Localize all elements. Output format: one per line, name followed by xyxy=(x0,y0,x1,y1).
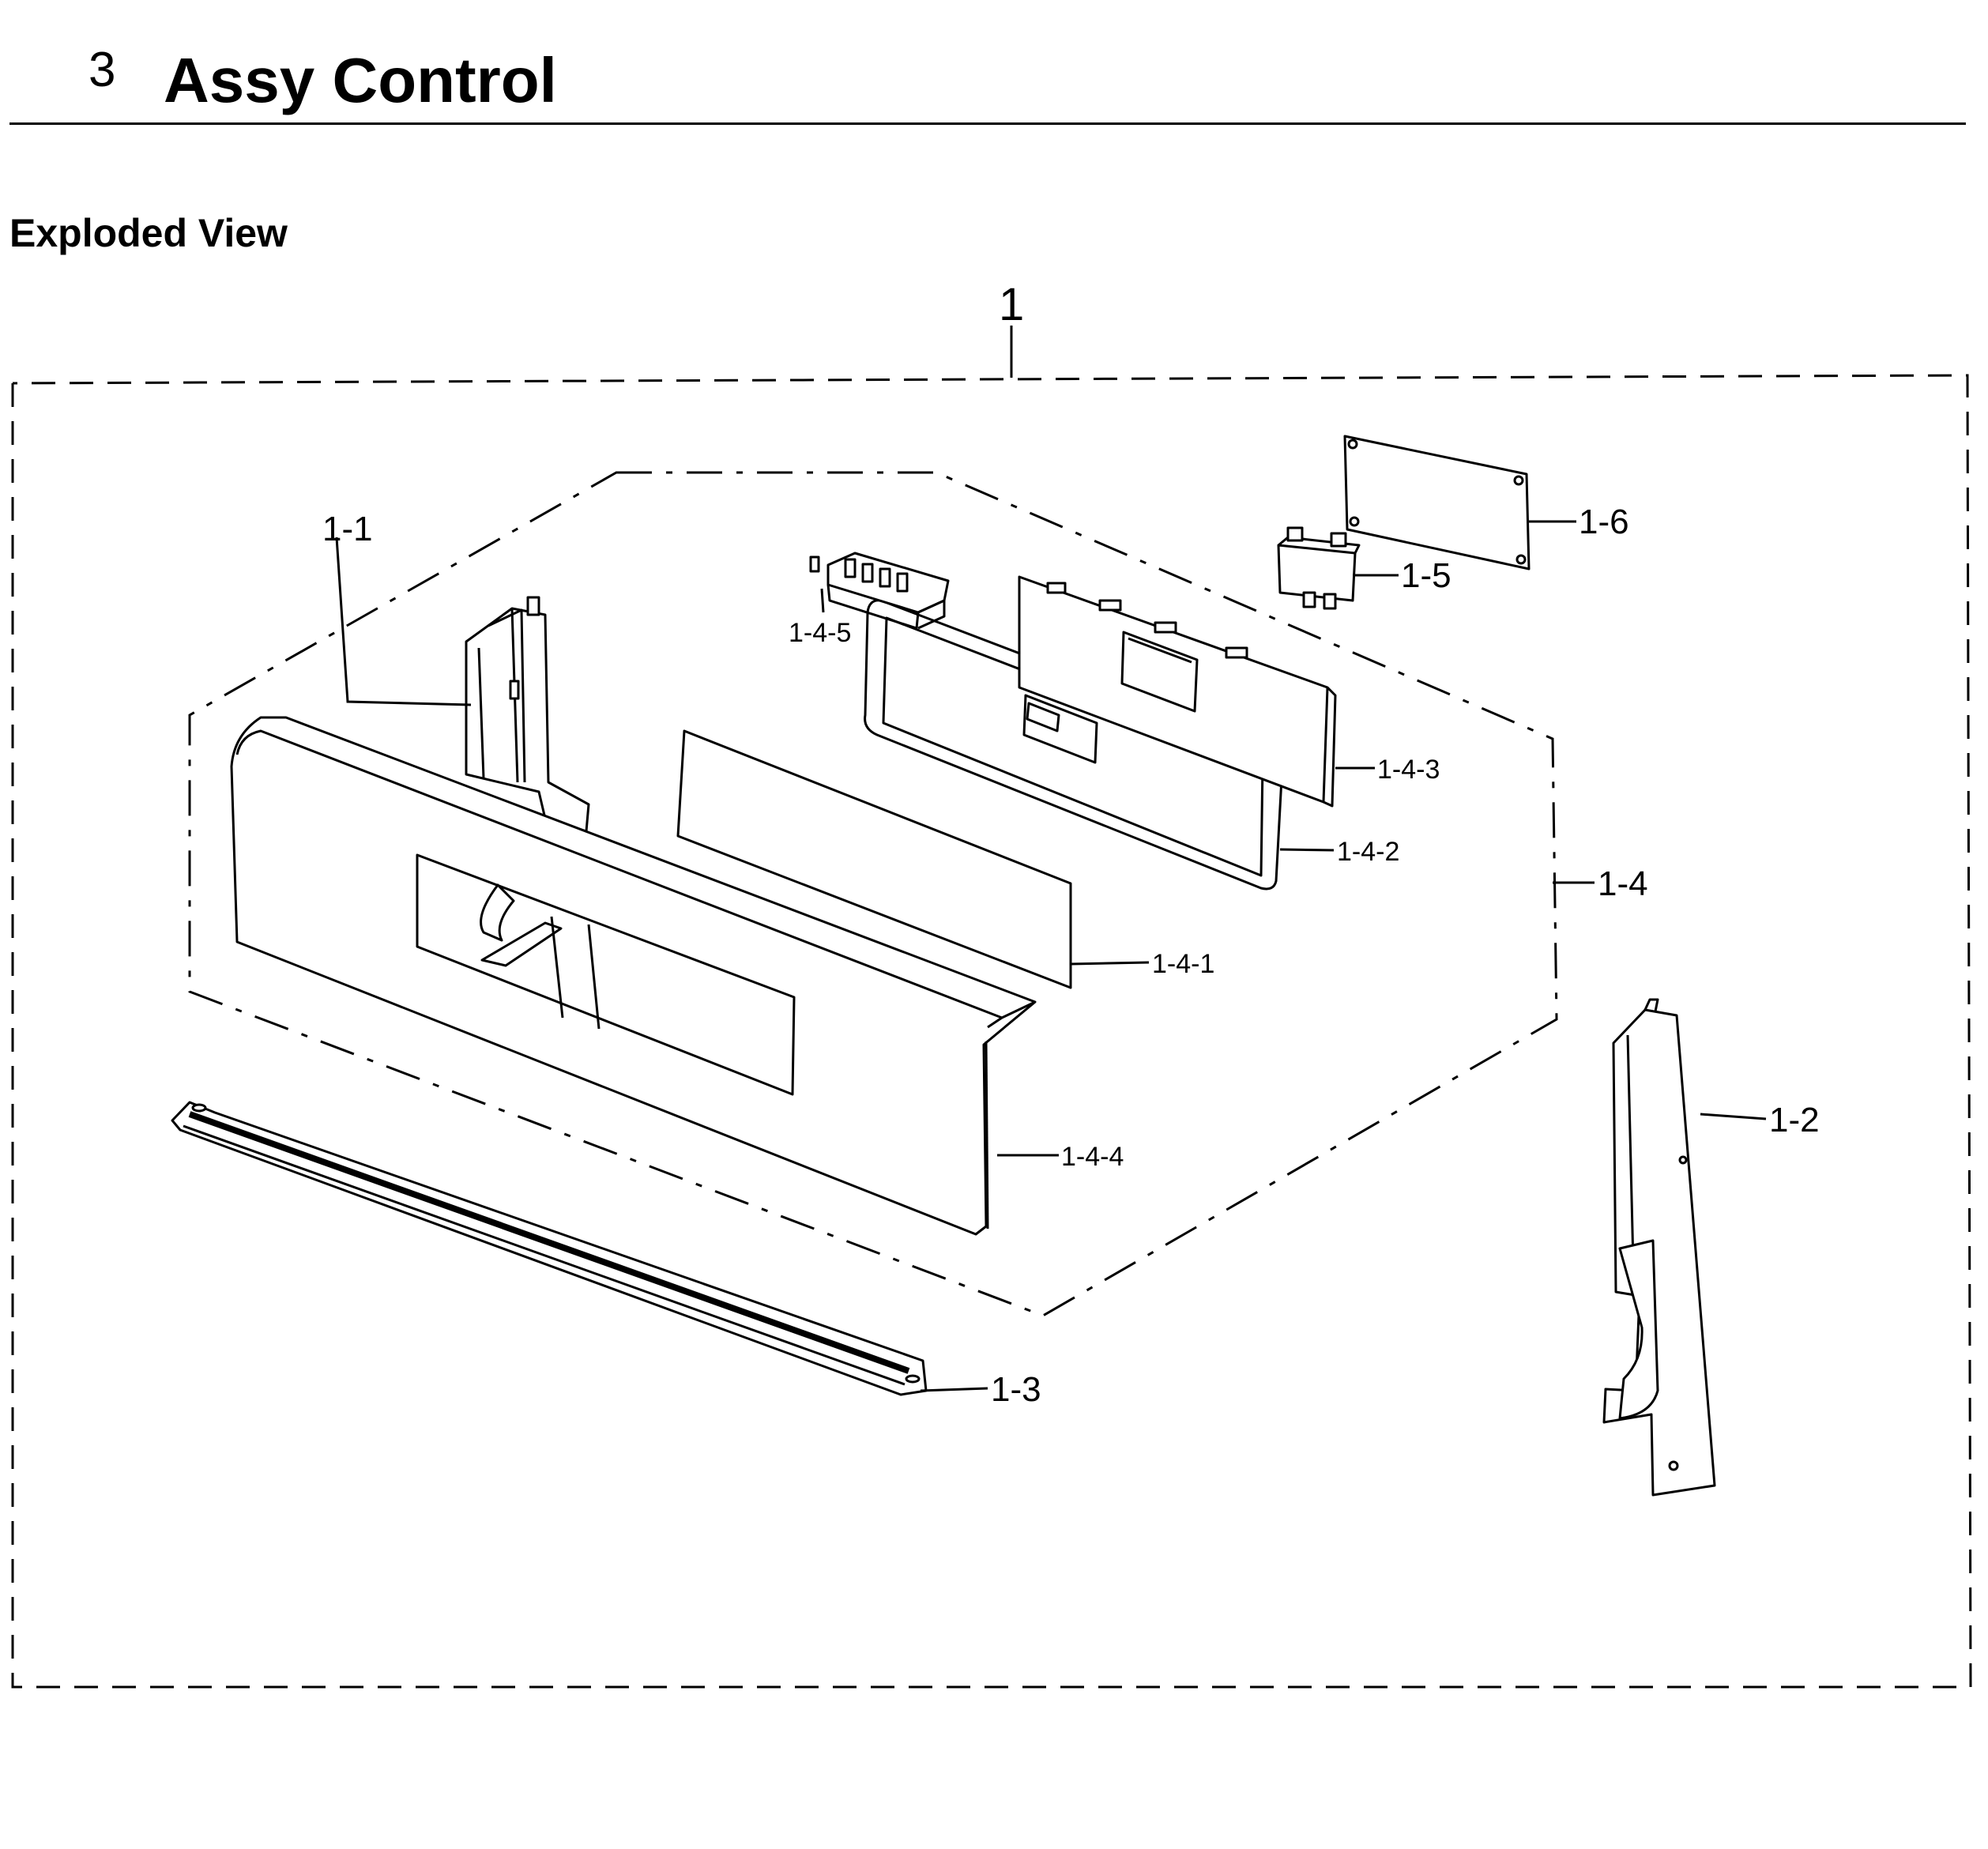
leader-lines xyxy=(335,520,1767,1392)
exploded-view-heading: Exploded View xyxy=(9,211,288,255)
part-1-3-trim-bar xyxy=(171,1101,928,1396)
subassembly-boundary xyxy=(188,471,1558,1317)
assembly-boundary xyxy=(11,374,1972,1689)
title-divider xyxy=(9,122,1966,125)
label-part-1-2: 1-2 xyxy=(1769,1101,1820,1139)
label-part-1-4: 1-4 xyxy=(1598,864,1648,903)
label-assembly-1: 1 xyxy=(999,279,1024,330)
part-1-4-4-control-panel xyxy=(230,716,1037,1236)
label-part-1-4-2: 1-4-2 xyxy=(1337,837,1399,867)
label-part-1-1: 1-1 xyxy=(322,510,373,548)
part-1-4-5-connector xyxy=(809,552,950,630)
label-part-1-4-4: 1-4-4 xyxy=(1061,1142,1124,1172)
part-1-1-left-bracket xyxy=(465,596,590,833)
part-1-2-right-bracket xyxy=(1602,998,1716,1497)
label-part-1-6: 1-6 xyxy=(1579,503,1629,541)
section-number: 3 xyxy=(88,43,116,97)
label-part-1-4-3: 1-4-3 xyxy=(1377,755,1440,785)
part-1-4-3-pcb xyxy=(1018,575,1337,808)
label-part-1-4-5: 1-4-5 xyxy=(789,618,851,648)
part-1-4-1-display-glass xyxy=(676,729,1072,989)
section-title: Assy Control xyxy=(164,45,557,115)
part-1-6-rear-board xyxy=(1343,435,1531,571)
label-part-1-5: 1-5 xyxy=(1401,556,1451,595)
part-1-5-relay xyxy=(1277,526,1361,610)
label-part-1-3: 1-3 xyxy=(991,1370,1041,1409)
label-part-1-4-1: 1-4-1 xyxy=(1152,949,1214,979)
